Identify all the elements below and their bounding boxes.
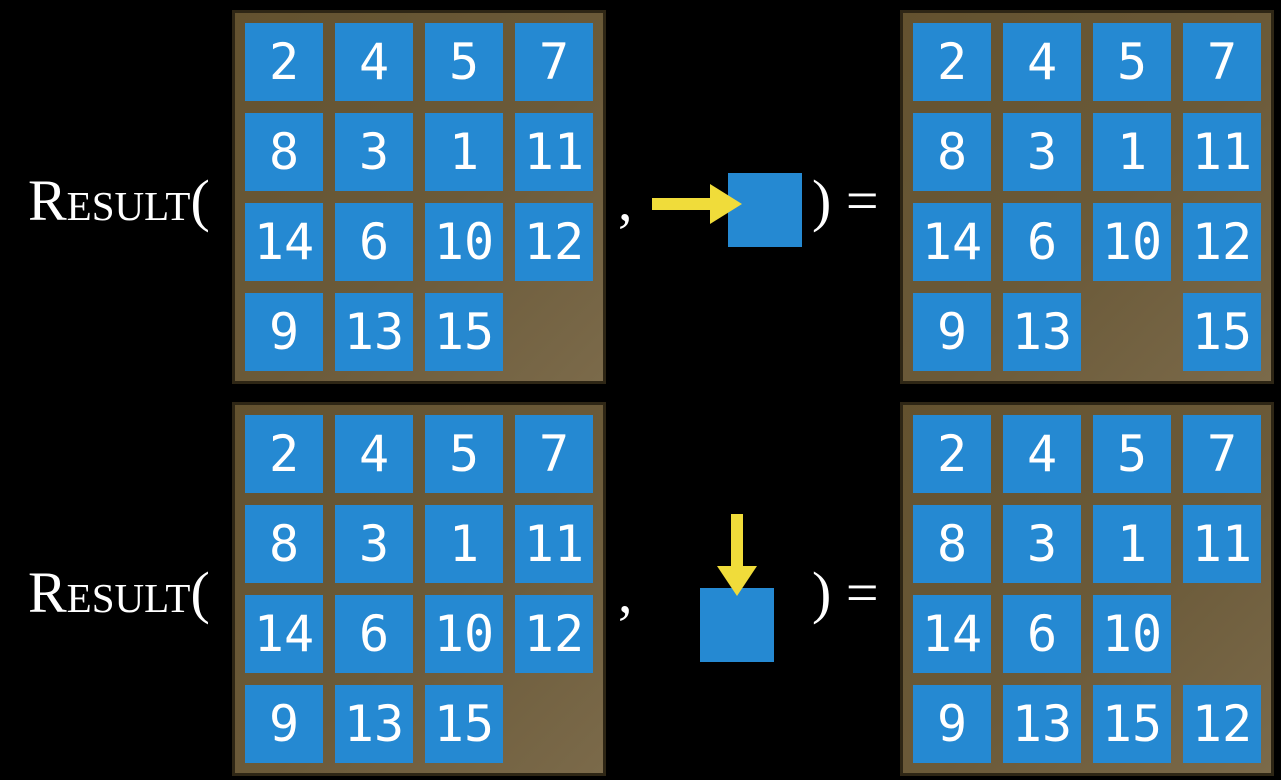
puzzle-tile: 8: [913, 113, 991, 191]
blank-space: [515, 685, 593, 763]
puzzle-tile: 3: [1003, 505, 1081, 583]
puzzle-tile: 11: [515, 113, 593, 191]
blank-space: [1093, 293, 1171, 371]
puzzle-tile: 4: [335, 23, 413, 101]
puzzle-tile: 2: [245, 415, 323, 493]
puzzle-tile: 9: [913, 685, 991, 763]
puzzle-tile: 9: [913, 293, 991, 371]
puzzle-tile: 14: [245, 203, 323, 281]
puzzle-tile: 5: [1093, 23, 1171, 101]
puzzle-tile: 8: [913, 505, 991, 583]
puzzle-tile: 12: [1183, 203, 1261, 281]
arrow-right-icon: [652, 184, 742, 224]
puzzle-tile: 1: [425, 113, 503, 191]
puzzle-tile: 7: [515, 23, 593, 101]
puzzle-tile: 13: [1003, 685, 1081, 763]
puzzle-tile: 15: [1093, 685, 1171, 763]
puzzle-tile: 14: [245, 595, 323, 673]
puzzle-tile: 15: [1183, 293, 1261, 371]
result-function-label: Result(: [28, 168, 210, 233]
puzzle-tile: 9: [245, 685, 323, 763]
puzzle-tile: 5: [1093, 415, 1171, 493]
puzzle-tile: 2: [913, 23, 991, 101]
close-paren-equals-label: ) =: [812, 560, 879, 625]
blank-space: [1183, 595, 1261, 673]
puzzle-tile: 15: [425, 685, 503, 763]
puzzle-tile: 9: [245, 293, 323, 371]
puzzle-tile: 10: [425, 595, 503, 673]
puzzle-tile: 11: [1183, 113, 1261, 191]
puzzle-tile: 3: [335, 113, 413, 191]
puzzle-tile: 12: [515, 203, 593, 281]
puzzle-tile: 10: [425, 203, 503, 281]
puzzle-tile: 3: [1003, 113, 1081, 191]
puzzle-tile: 2: [245, 23, 323, 101]
puzzle-tile: 1: [1093, 505, 1171, 583]
puzzle-tile: 14: [913, 203, 991, 281]
puzzle-tile: 6: [1003, 203, 1081, 281]
comma-separator: ,: [618, 168, 633, 233]
puzzle-tile: 11: [515, 505, 593, 583]
result-function-label: Result(: [28, 560, 210, 625]
puzzle-tile: 6: [335, 203, 413, 281]
puzzle-tile: 6: [1003, 595, 1081, 673]
puzzle-tile: 8: [245, 505, 323, 583]
puzzle-tile: 7: [515, 415, 593, 493]
comma-separator: ,: [618, 560, 633, 625]
puzzle-tile: 4: [1003, 415, 1081, 493]
puzzle-tile: 8: [245, 113, 323, 191]
puzzle-tile: 10: [1093, 595, 1171, 673]
puzzle-tile: 10: [1093, 203, 1171, 281]
puzzle-tile: 4: [1003, 23, 1081, 101]
puzzle-tile: 14: [913, 595, 991, 673]
puzzle-tile: 12: [515, 595, 593, 673]
puzzle-tile: 4: [335, 415, 413, 493]
puzzle-tile: 7: [1183, 415, 1261, 493]
puzzle-tile: 3: [335, 505, 413, 583]
puzzle-tile: 12: [1183, 685, 1261, 763]
action-tile-square: [728, 173, 802, 247]
puzzle-tile: 13: [335, 685, 413, 763]
puzzle-tile: 6: [335, 595, 413, 673]
puzzle-tile: 11: [1183, 505, 1261, 583]
arrow-down-icon: [717, 514, 757, 596]
puzzle-tile: 1: [1093, 113, 1171, 191]
puzzle-tile: 13: [335, 293, 413, 371]
puzzle-tile: 15: [425, 293, 503, 371]
puzzle-tile: 1: [425, 505, 503, 583]
action-tile-square: [700, 588, 774, 662]
puzzle-tile: 13: [1003, 293, 1081, 371]
puzzle-tile: 2: [913, 415, 991, 493]
puzzle-tile: 5: [425, 23, 503, 101]
blank-space: [515, 293, 593, 371]
puzzle-tile: 7: [1183, 23, 1261, 101]
close-paren-equals-label: ) =: [812, 168, 879, 233]
puzzle-tile: 5: [425, 415, 503, 493]
